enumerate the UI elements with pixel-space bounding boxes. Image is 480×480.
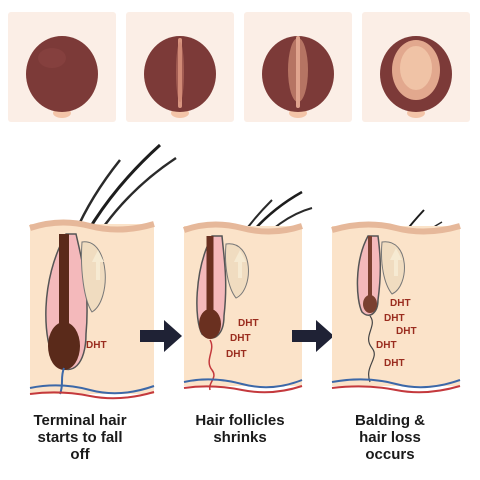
dht-label: DHT (390, 298, 411, 309)
follicle-stage-2: DHT DHT DHT (172, 150, 313, 400)
progression-arrow-1-icon (140, 320, 182, 352)
dht-label: DHT (384, 313, 405, 324)
head-normal-illustration (26, 36, 98, 118)
head-moderate-thinning-illustration (262, 36, 334, 118)
head-panel-3 (244, 12, 352, 122)
head-panel-4 (362, 12, 470, 122)
dht-label: DHT (238, 318, 259, 329)
progression-arrow-2-icon (292, 320, 334, 352)
caption-stage-3: Balding & hair loss occurs (316, 412, 464, 463)
caption-line: off (70, 446, 90, 463)
caption-line: shrinks (213, 429, 267, 446)
caption-line: Terminal hair (33, 412, 127, 429)
head-mild-thinning-illustration (144, 36, 216, 118)
follicle-stage-1: DHT (20, 143, 177, 400)
head-panel-2 (126, 12, 234, 122)
caption-line: hair loss (359, 429, 421, 446)
head-advanced-thinning-illustration (380, 36, 452, 118)
follicle-stage-3: DHT DHT DHT DHT DHT (326, 150, 466, 400)
caption-line: occurs (365, 446, 415, 463)
head-panel-1 (8, 12, 116, 122)
caption-line: Balding & (355, 412, 425, 429)
dht-label: DHT (230, 333, 251, 344)
caption-stage-1: Terminal hair starts to fall off (6, 412, 154, 463)
caption-line: Hair follicles (195, 412, 285, 429)
caption-stage-2: Hair follicles shrinks (166, 412, 314, 446)
dht-label: DHT (376, 340, 397, 351)
dht-label: DHT (226, 349, 247, 360)
dht-label: DHT (396, 326, 417, 337)
caption-line: starts to fall (37, 429, 123, 446)
dht-label: DHT (384, 358, 405, 369)
dht-label: DHT (86, 340, 107, 351)
